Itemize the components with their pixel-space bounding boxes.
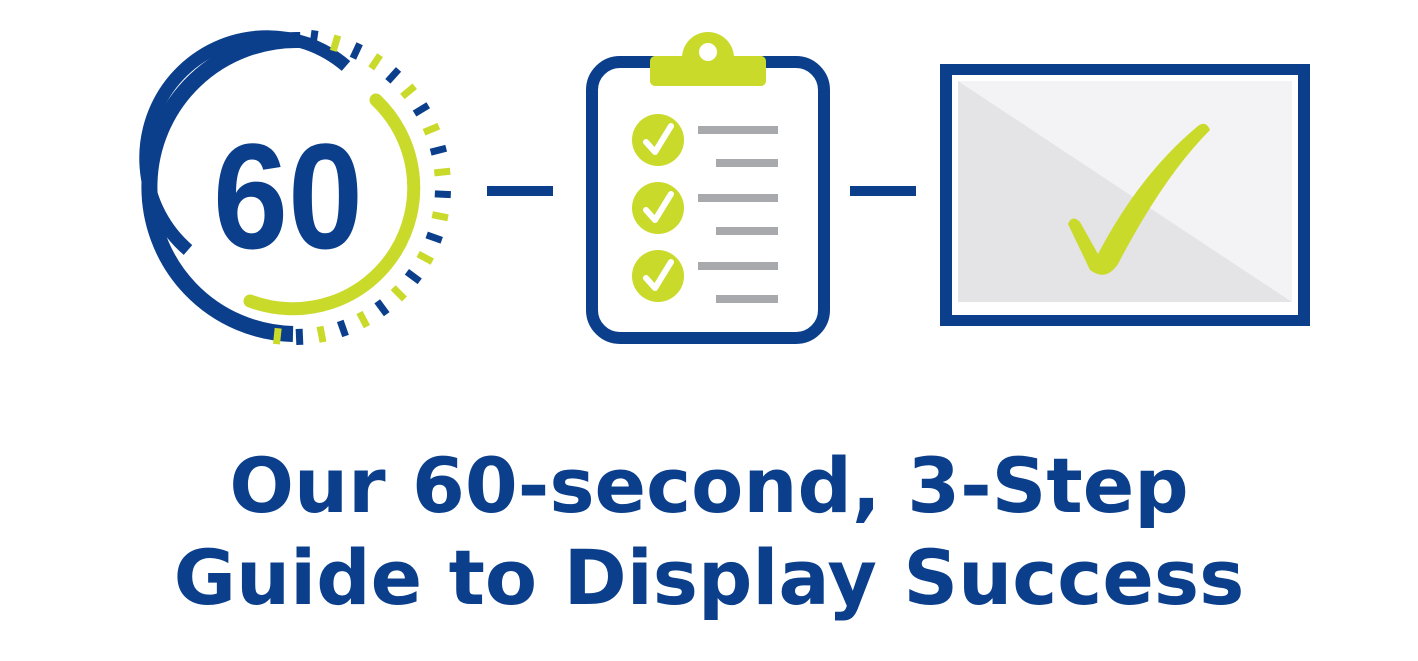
clipboard-clip-hole [699, 43, 717, 61]
timer-lime-arc [243, 93, 421, 316]
checklist-line [698, 262, 778, 270]
steps-icons-row: 60 [128, 18, 1310, 353]
connector-line [850, 186, 916, 196]
connector-line [487, 186, 553, 196]
timer-tick [336, 319, 349, 338]
checklist-item [632, 250, 778, 303]
timer-tick [356, 310, 371, 329]
check-circle-icon [632, 114, 684, 166]
timer-tick [295, 328, 304, 346]
checklist-clipboard-icon [578, 18, 838, 353]
timer-tick [349, 42, 363, 60]
checklist-line [698, 194, 778, 202]
checklist-line [716, 159, 778, 167]
check-icon [643, 191, 674, 223]
check-circle-icon [632, 250, 684, 302]
display-graphic [940, 64, 1310, 326]
timer-tick [385, 67, 402, 84]
timer-tick [400, 83, 417, 100]
timer-tick [425, 231, 443, 244]
timer-tick [273, 327, 282, 345]
checklist-line [716, 295, 778, 303]
timer-tick [374, 299, 390, 317]
check-icon [643, 123, 674, 155]
timer-tick [316, 325, 327, 343]
timer-inner-arc [139, 30, 351, 255]
check-circle-icon [632, 182, 684, 234]
stopwatch-60-icon: 60 [128, 22, 458, 352]
display-checkmark-icon [940, 64, 1310, 326]
headline: Our 60-second, 3-Step Guide to Display S… [0, 440, 1418, 624]
timer-tick [368, 53, 383, 71]
timer-tick [309, 30, 319, 47]
timer-tick [390, 285, 407, 302]
checklist-line [698, 126, 778, 134]
timer-tick-ring [273, 30, 451, 346]
timer-tick [412, 102, 431, 117]
headline-line-2: Guide to Display Success [173, 533, 1245, 622]
headline-line-1: Our 60-second, 3-Step [229, 441, 1189, 530]
timer-tick [429, 144, 448, 156]
checklist-item [632, 182, 778, 235]
timer-tick [416, 250, 434, 265]
timer-graphic: 60 [139, 30, 451, 346]
display-screen-dark [958, 81, 1292, 302]
timer-tick [433, 167, 451, 177]
clipboard-clip [650, 56, 766, 86]
display-check-icon [1068, 123, 1210, 275]
clipboard-graphic [586, 32, 830, 344]
timer-tick [422, 122, 441, 136]
checklist-item [632, 114, 778, 167]
timer-tick [329, 34, 342, 52]
timer-tick [404, 268, 422, 285]
timer-number: 60 [213, 112, 363, 280]
timer-tick [431, 211, 449, 222]
check-icon [643, 259, 674, 291]
checklist-line [716, 227, 778, 235]
timer-tick [434, 190, 451, 199]
